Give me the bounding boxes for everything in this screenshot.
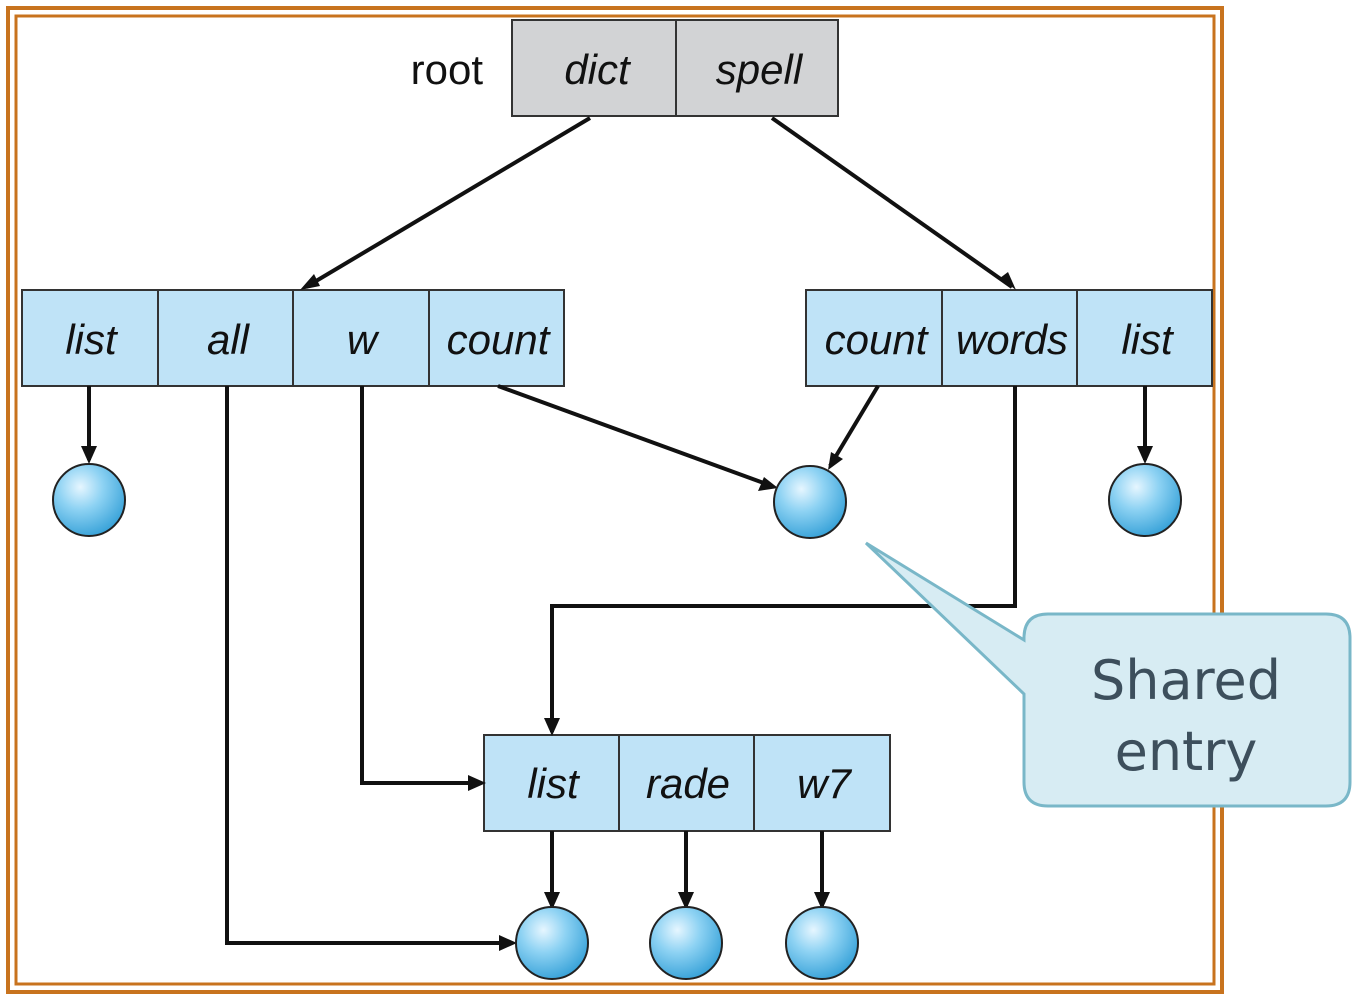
callout-bubble bbox=[864, 541, 1352, 808]
arrowhead-all-file bbox=[499, 935, 517, 951]
inner-frame bbox=[14, 14, 1216, 986]
arrow-w-to-words-directory bbox=[360, 386, 481, 785]
words-cell-w7-label: w7 bbox=[797, 760, 852, 807]
dict-cell-list bbox=[21, 289, 159, 387]
spell-cell-words-label: words bbox=[956, 316, 1068, 363]
root-cell-dict bbox=[511, 19, 677, 117]
words-cell-w7 bbox=[753, 734, 891, 832]
shared-entry-callout: Shared entry bbox=[864, 541, 1352, 808]
file-node-rade bbox=[649, 906, 723, 980]
root-label: root bbox=[411, 46, 484, 93]
file-node-words-list bbox=[515, 906, 589, 980]
words-cell-list-label: list bbox=[527, 760, 581, 807]
arrowhead-words-directory-top bbox=[544, 718, 560, 736]
arrow-dict-to-dict-directory bbox=[304, 116, 592, 289]
arrow-words-to-words-directory bbox=[550, 386, 1017, 732]
arrowhead-shared-file-right bbox=[828, 452, 843, 470]
spell-cell-list-label: list bbox=[1121, 316, 1175, 363]
spell-cell-words bbox=[941, 289, 1078, 387]
dict-cell-count bbox=[428, 289, 565, 387]
dict-cell-all-label: all bbox=[207, 316, 251, 363]
arrow-spell-count-to-shared-file bbox=[828, 384, 880, 468]
arrowhead-shared-file-left bbox=[758, 477, 778, 491]
arrowheads bbox=[81, 272, 1153, 951]
spell-directory: count words list bbox=[805, 289, 1213, 387]
arrow-all-to-file bbox=[225, 386, 512, 945]
dict-cell-w-label: w bbox=[347, 316, 380, 363]
dict-cell-count-label: count bbox=[447, 316, 552, 363]
dict-directory: list all w count bbox=[21, 289, 565, 387]
arrowhead-dict-directory bbox=[300, 274, 320, 290]
words-directory: list rade w7 bbox=[483, 734, 891, 832]
callout-line-2: entry bbox=[1115, 720, 1258, 783]
arrowhead-words-directory-left bbox=[468, 775, 486, 791]
callout-line-1: Shared bbox=[1091, 649, 1281, 712]
arrowhead-dict-list-file bbox=[81, 446, 97, 464]
root-cell-spell bbox=[675, 19, 839, 117]
words-cell-rade-label: rade bbox=[646, 760, 730, 807]
file-node-shared bbox=[773, 465, 847, 539]
arrowhead-w7-file bbox=[814, 892, 830, 910]
arrowhead-spell-directory bbox=[1000, 272, 1016, 290]
file-node-spell-list bbox=[1108, 463, 1182, 537]
arrow-spell-to-spell-directory bbox=[770, 116, 1014, 289]
root-cell-spell-label: spell bbox=[716, 46, 804, 93]
file-nodes bbox=[52, 463, 1182, 980]
root-cell-dict-label: dict bbox=[564, 46, 632, 93]
outer-frame bbox=[6, 6, 1224, 994]
root-directory: dict spell bbox=[511, 19, 839, 117]
arrowhead-rade-file bbox=[678, 892, 694, 910]
connectors bbox=[87, 116, 1147, 945]
file-node-dict-list bbox=[52, 463, 126, 537]
file-node-w7 bbox=[785, 906, 859, 980]
dict-cell-list-label: list bbox=[65, 316, 119, 363]
arrowhead-spell-list-file bbox=[1137, 446, 1153, 464]
arrowhead-words-list-file bbox=[544, 892, 560, 910]
spell-cell-count-label: count bbox=[825, 316, 930, 363]
spell-cell-count bbox=[805, 289, 943, 387]
arrow-dict-count-to-shared-file bbox=[497, 384, 773, 488]
words-cell-list bbox=[483, 734, 620, 832]
